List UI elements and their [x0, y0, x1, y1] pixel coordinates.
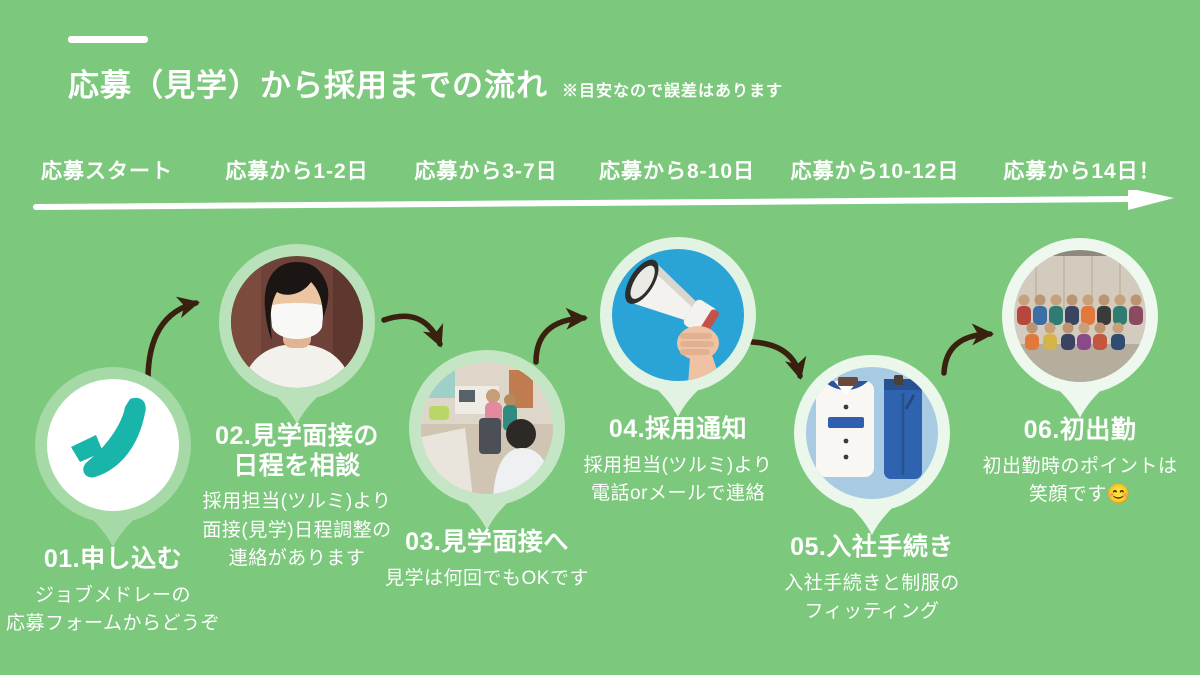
uniform-photo: [806, 367, 938, 499]
milestone-label-6: 応募から14日！: [1003, 160, 1161, 183]
milestone-label-2: 応募から1-2日: [225, 160, 369, 183]
step-title: 03.見学面接へ: [405, 528, 569, 556]
step-description: 採用担当(ツルミ)より 電話orメールで連絡: [583, 454, 773, 505]
step-description: 入社手続きと制服の フィッティング: [784, 572, 960, 623]
step-01-pin: [35, 367, 191, 547]
step-description: ジョブメドレーの 応募フォームからどうぞ: [6, 584, 220, 635]
title-note: ※目安なので誤差はあります: [562, 83, 784, 100]
milestone-label-5: 応募から10-12日: [790, 160, 960, 183]
step-06: 06.初出勤 初出勤時のポイントは 笑顔です😊: [955, 238, 1200, 510]
step-title: 02.見学面接の 日程を相談: [215, 422, 379, 480]
header: 応募（見学）から採用までの流れ ※目安なので誤差はあります: [68, 60, 783, 105]
step-title: 04.採用通知: [608, 415, 748, 443]
step-06-pin: [1002, 238, 1158, 418]
step-title: 01.申し込む: [43, 545, 183, 573]
step-description: 採用担当(ツルミ)より 面接(見学)日程調整の 連絡があります: [202, 491, 392, 569]
timeline-arrow: [33, 190, 1174, 210]
step-description: 初出勤時のポイントは 笑顔です😊: [982, 455, 1178, 506]
step-05: 05.入社手続き 入社手続きと制服の フィッティング: [747, 355, 997, 627]
page-title: 応募（見学）から採用までの流れ: [68, 68, 548, 103]
jobmedley-logo: [71, 397, 146, 478]
step-05-pin: [794, 355, 950, 535]
title-accent-dash: [68, 36, 148, 43]
team-group-photo: [1014, 250, 1146, 382]
megaphone-photo: [612, 249, 744, 381]
step-04-pin: [600, 237, 756, 417]
step-01: 01.申し込む ジョブメドレーの 応募フォームからどうぞ: [0, 367, 238, 639]
milestone-label-1: 応募スタート: [41, 160, 173, 183]
step-description: 見学は何回でもOKです: [385, 567, 589, 589]
step-03-pin: [409, 350, 565, 530]
step-04: 04.採用通知 採用担当(ツルミ)より 電話orメールで連絡: [553, 237, 803, 509]
step-title: 05.入社手続き: [790, 533, 954, 561]
step-02-pin: [219, 244, 375, 424]
milestone-label-4: 応募から8-10日: [598, 160, 756, 183]
step-02: 02.見学面接の 日程を相談 採用担当(ツルミ)より 面接(見学)日程調整の 連…: [172, 244, 422, 574]
step-03: 03.見学面接へ 見学は何回でもOKです: [362, 350, 612, 593]
milestone-label-3: 応募から3-7日: [414, 160, 558, 183]
step-title: 06.初出勤: [1023, 416, 1137, 444]
